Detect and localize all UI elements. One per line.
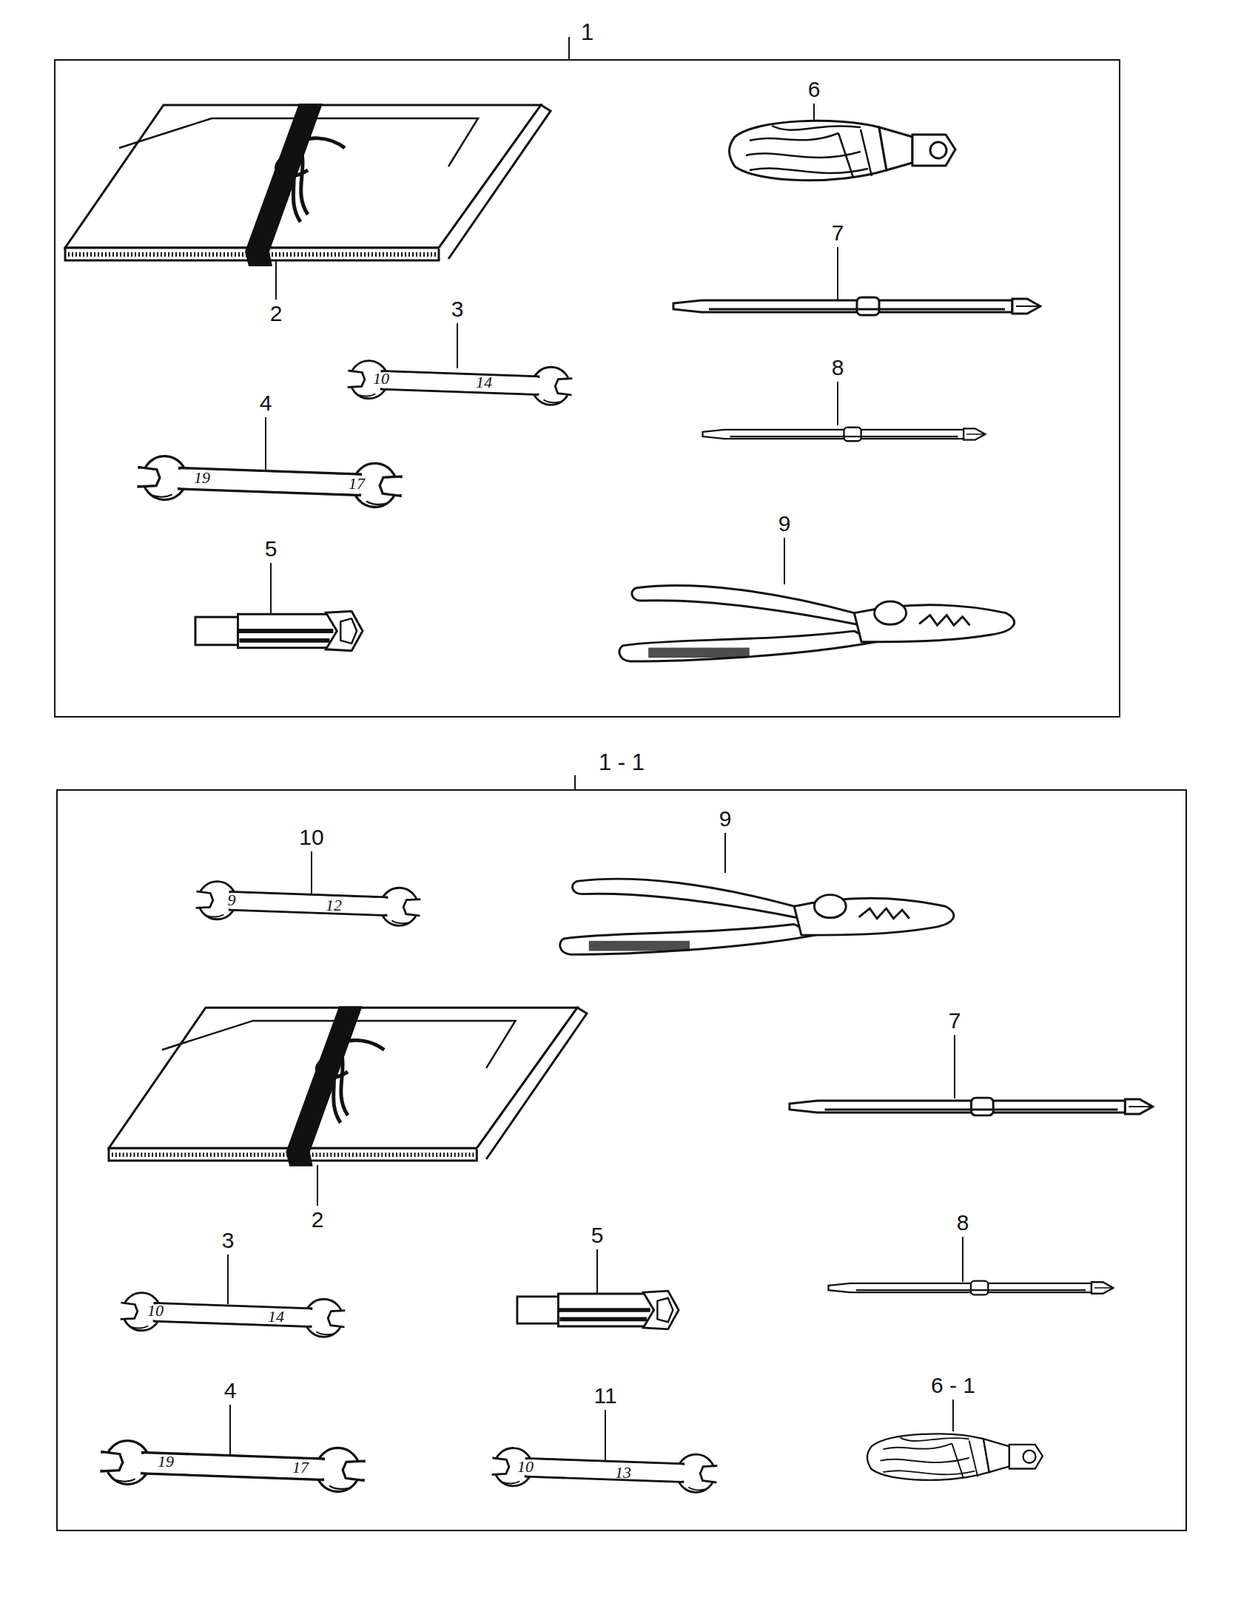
wrench-size: 14 — [267, 1309, 285, 1326]
callout-number: 10 — [298, 826, 324, 849]
callout-number: 7 — [831, 222, 845, 245]
wrench-size: 12 — [325, 897, 342, 914]
wrench-size: 17 — [348, 475, 365, 493]
callout-number: 4 — [224, 1380, 237, 1403]
callout-number: 2 — [270, 302, 283, 325]
kit-number: 1 — [580, 20, 594, 44]
wrench-size: 10 — [517, 1459, 534, 1476]
callout-number: 2 — [311, 1209, 325, 1232]
callout-number: 6 — [808, 78, 821, 101]
kit-frame: 1 - 1 — [56, 789, 1187, 1532]
callout-number: 9 — [719, 808, 732, 831]
wrench-size: 17 — [292, 1460, 309, 1477]
callout-number: 9 — [778, 512, 792, 536]
kit-number: 1 - 1 — [598, 751, 645, 775]
wrench-size: 9 — [227, 892, 237, 909]
tools — [65, 103, 1153, 1495]
wrench-size: 10 — [372, 370, 390, 388]
wrench-size: 13 — [614, 1465, 632, 1482]
wrench-size: 14 — [475, 374, 493, 391]
callout-number: 3 — [451, 298, 464, 321]
callout-number: 6 - 1 — [930, 1374, 976, 1398]
kit-frame: 1 — [54, 59, 1121, 718]
callout-number: 8 — [831, 356, 845, 379]
callout-number: 3 — [222, 1229, 235, 1253]
wrench-size: 10 — [147, 1303, 164, 1320]
callout-number: 7 — [948, 1010, 962, 1033]
callout-number: 4 — [259, 392, 273, 415]
callout-number: 5 — [591, 1224, 604, 1247]
wrench-size: 19 — [193, 469, 211, 487]
callout-number: 11 — [593, 1385, 617, 1408]
wrench-size: 19 — [157, 1454, 174, 1471]
callout-number: 8 — [956, 1212, 970, 1235]
callout-number: 5 — [264, 537, 278, 561]
